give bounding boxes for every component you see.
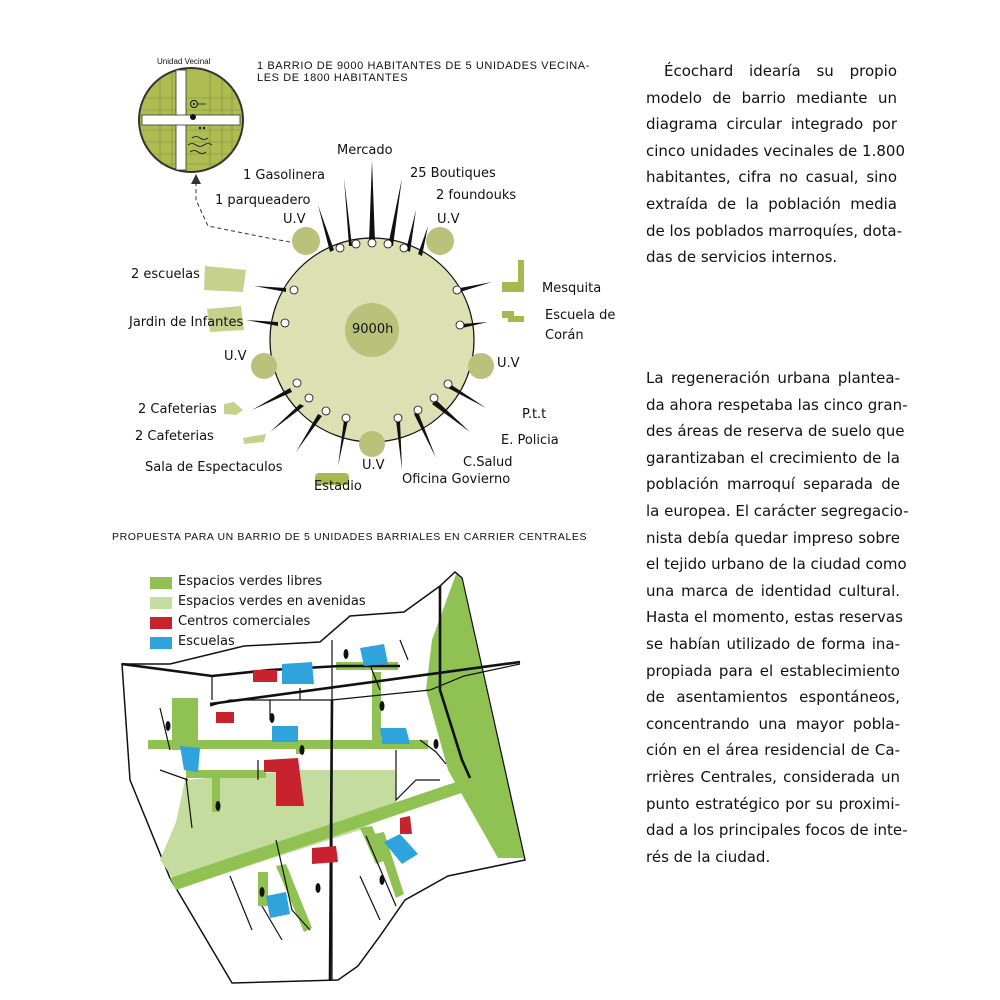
jardin-icon [207, 306, 244, 332]
uv-disc-left [251, 353, 277, 379]
label-uv-top-left: U.V [283, 212, 306, 227]
paragraph-1-line: diagrama circular integrado por [646, 115, 897, 134]
label-espectaculos: Sala de Espectaculos [145, 460, 283, 475]
label-csalud: C.Salud [463, 455, 513, 470]
legend-swatch [150, 577, 172, 589]
dashed-arrow [195, 180, 291, 243]
legend-label: Centros comerciales [178, 614, 311, 629]
paragraph-2-line: rés de la ciudad. [646, 847, 771, 866]
paragraph-1-line: Écochard idearía su propio [664, 62, 897, 80]
paragraph-2-line: concentrando una mayor pobla- [646, 714, 900, 733]
label-uv-top-right: U.V [437, 212, 460, 227]
diagram-title-line2: LES DE 1800 HABITANTES [257, 72, 409, 84]
label-center: 9000h [352, 322, 394, 337]
legend-swatch [150, 617, 172, 629]
label-boutiques: 25 Boutiques [410, 166, 496, 181]
paragraph-2-line: La regeneración urbana plantea- [646, 369, 900, 387]
uv-disc-top-left [292, 227, 320, 255]
legend-swatch [150, 597, 172, 609]
legend-swatch [150, 637, 172, 649]
estadio-icon [315, 473, 349, 485]
unidad-vecinal-inset [138, 67, 244, 173]
label-gasolinera: 1 Gasolinera [243, 168, 325, 183]
uv-disc-bottom [359, 431, 385, 457]
diagram-title: 1 BARRIO DE 9000 HABITANTES DE 5 UNIDADE… [257, 60, 590, 84]
paragraph-1-line: cinco unidades vecinales de 1.800 [646, 141, 905, 160]
paragraph-2-line: des áreas de reserva de suelo que [646, 422, 905, 441]
paragraph-2-line: Hasta el momento, estas reservas [646, 608, 903, 627]
label-escuelas: 2 escuelas [131, 267, 200, 282]
uv-disc-right [468, 353, 494, 379]
paragraph-2-line: da ahora respetaba las cinco gran- [646, 395, 908, 414]
label-cafeterias-1: 2 Cafeterias [138, 402, 217, 417]
paragraph-2-line: punto estratégico por su proximi- [646, 794, 900, 813]
paragraph-1-line: de los poblados marroquíes, dota- [646, 221, 902, 240]
label-foundouks: 2 foundouks [436, 188, 517, 203]
cafeteria-icon-1 [224, 402, 243, 415]
paragraph-1-line: extraída de la población media [646, 194, 897, 213]
uv-disc-top-right [426, 227, 454, 255]
paragraph-2-line: una marca de identidad cultural. [646, 581, 900, 600]
neighbourhood-map [121, 570, 526, 984]
paragraph-1-line: modelo de barrio mediante un [646, 88, 897, 107]
label-uv-bottom: U.V [362, 458, 385, 473]
legend-label: Escuelas [178, 634, 235, 649]
paragraph-2-line: el tejido urbano de la ciudad como [646, 555, 907, 574]
label-policia: E. Policia [501, 433, 559, 448]
paragraph-2-line: se habían utilizado de forma ina- [646, 634, 900, 653]
label-parqueadero: 1 parqueadero [215, 193, 311, 208]
paragraph-2-line: nista debía quedar impreso sobre [646, 528, 900, 547]
map-title: PROPUESTA PARA UN BARRIO DE 5 UNIDADES B… [112, 531, 588, 543]
green-strip-right [426, 574, 524, 858]
paragraph-2-line: de asentamientos espontáneos, [646, 688, 900, 707]
avenue-diagonal [170, 776, 476, 890]
cafeteria-icon-2 [243, 434, 266, 444]
neighbourhood-diagram [138, 67, 524, 485]
label-uv-right: U.V [497, 356, 520, 371]
paragraph-2-line: dad a los principales focos de inte- [646, 821, 908, 840]
label-escuela-coran-2: Corán [545, 328, 584, 343]
paragraph-1-line: habitantes, cifra no casual, sino [646, 168, 897, 187]
inset-label: Unidad Vecinal [157, 57, 211, 66]
escuelas-icon [204, 266, 246, 292]
paragraph-1-line: das de servicios internos. [646, 248, 838, 267]
label-cafeterias-2: 2 Cafeterias [135, 429, 214, 444]
center-core [345, 303, 399, 357]
label-jardin: Jardin de Infantes [129, 315, 244, 330]
paragraph-2-line: la europea. El carácter segregacio- [646, 501, 909, 520]
label-ptt: P.t.t [522, 407, 547, 422]
legend-label: Espacios verdes libres [178, 574, 323, 589]
mesquita-icon [502, 260, 524, 292]
escuela-coran-icon [502, 311, 524, 322]
label-mesquita: Mesquita [542, 281, 602, 296]
paragraph-2-line: ción en el área residencial de Ca- [646, 741, 900, 760]
paragraph-2-line: garantizaban el crecimiento de la [646, 448, 900, 467]
legend-label: Espacios verdes en avenidas [178, 594, 366, 609]
label-mercado: Mercado [337, 143, 393, 158]
diagram-title-line1: 1 BARRIO DE 9000 HABITANTES DE 5 UNIDADE… [257, 60, 591, 72]
paragraph-2-line: población marroquí separada de [646, 475, 900, 494]
label-estadio: Estadio [314, 479, 362, 494]
label-escuela-coran-1: Escuela de [545, 308, 616, 323]
paragraph-2-line: propiada para el establecimiento [646, 661, 900, 680]
paragraph-2-line: rrières Centrales, considerada un [646, 767, 900, 786]
label-oficina: Oficina Govierno [402, 472, 511, 487]
label-uv-left: U.V [224, 349, 247, 364]
paragraph-2: La regeneración urbana plantea- da ahora… [646, 365, 909, 870]
paragraph-1: Écochard idearía su propio modelo de bar… [646, 58, 905, 271]
